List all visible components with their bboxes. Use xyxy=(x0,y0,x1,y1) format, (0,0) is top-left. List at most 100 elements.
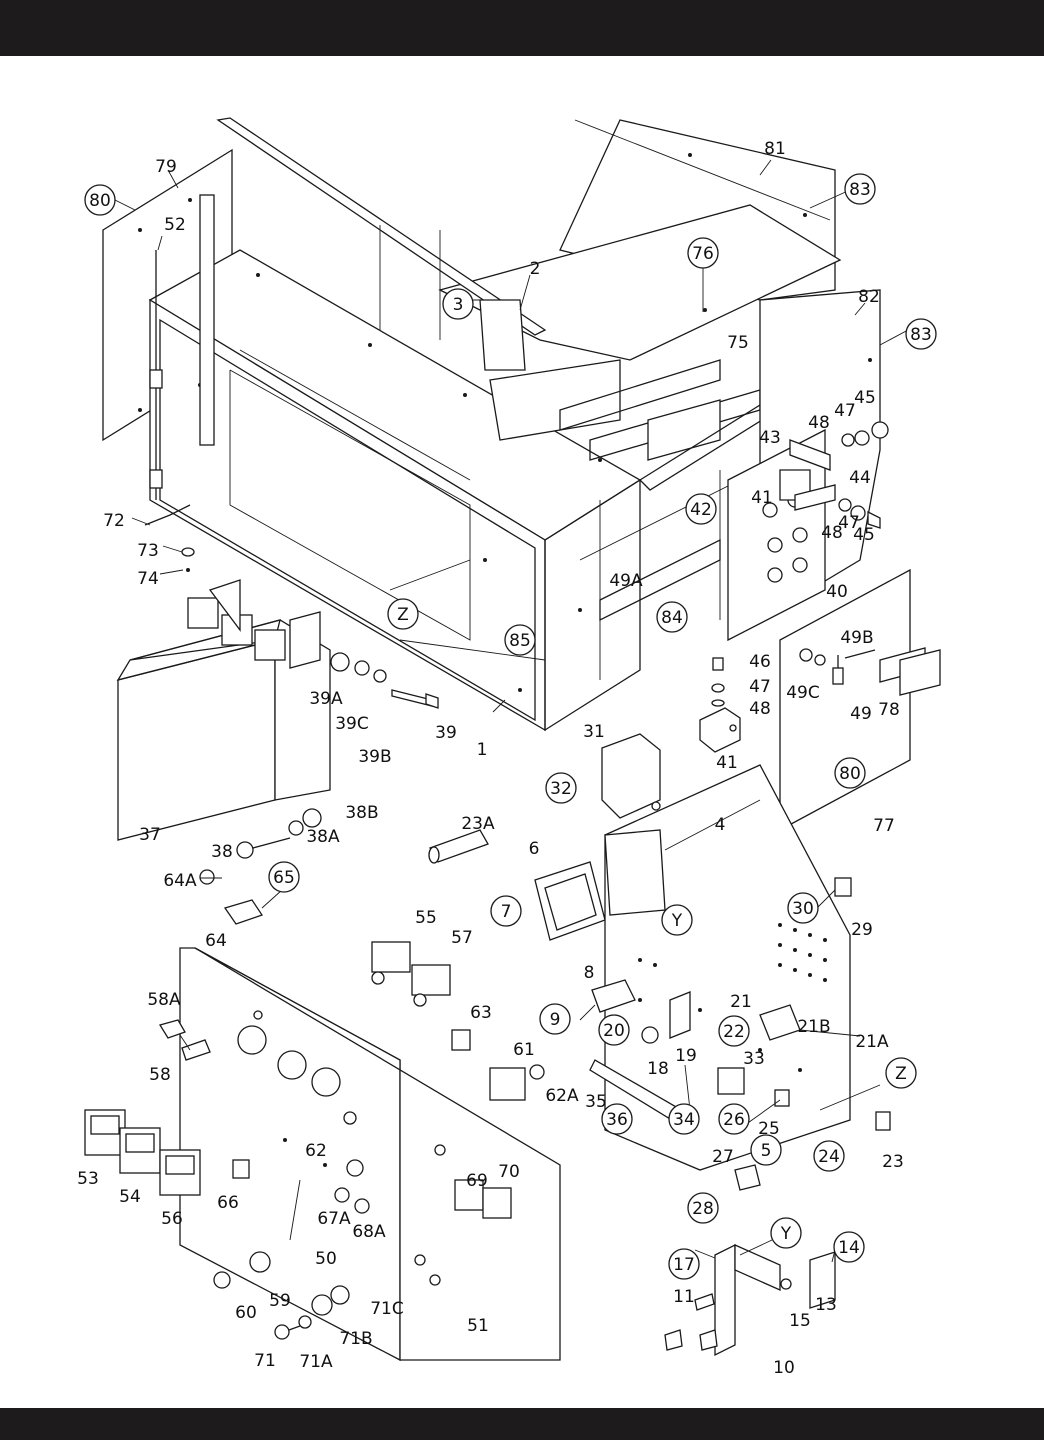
part-number-text: 39B xyxy=(358,747,391,767)
part-number-text: 49 xyxy=(850,704,872,724)
part-label-71a: 71A xyxy=(299,1352,333,1372)
part-number-text: 13 xyxy=(815,1295,837,1315)
part-label-58: 58 xyxy=(149,1065,171,1085)
part-number-text: 57 xyxy=(451,928,473,948)
part-label-29: 29 xyxy=(851,920,873,940)
part-number-text: Y xyxy=(671,911,683,931)
part-number-text: 43 xyxy=(759,428,781,448)
part-number-text: 79 xyxy=(155,157,177,177)
part-label-28: 28 xyxy=(687,1192,719,1224)
part-label-45: 45 xyxy=(854,388,876,408)
part-label-73: 73 xyxy=(137,541,159,561)
part-number-text: 81 xyxy=(764,139,786,159)
callout-circle xyxy=(661,904,693,936)
part-number-text: 10 xyxy=(773,1358,795,1378)
relay-31 xyxy=(601,733,661,819)
meter-53 xyxy=(84,1109,126,1156)
part-number-text: 71 xyxy=(254,1351,276,1371)
part-label-67a: 67A xyxy=(317,1209,351,1229)
fuse-23A xyxy=(428,829,489,864)
part-number-text: 80 xyxy=(89,191,111,211)
part-label-71: 71 xyxy=(254,1351,276,1371)
part-label-23: 23 xyxy=(882,1152,904,1172)
terminal-plate-40 xyxy=(727,421,889,642)
switch-8 xyxy=(591,979,636,1013)
part-number-text: 83 xyxy=(849,180,871,200)
part-label-y: Y xyxy=(770,1217,802,1249)
part-label-31: 31 xyxy=(583,722,605,742)
part-label-62: 62 xyxy=(305,1141,327,1161)
part-number-text: 23A xyxy=(461,814,495,834)
part-number-text: 48 xyxy=(808,413,830,433)
part-number-text: 11 xyxy=(673,1287,695,1307)
callout-circle xyxy=(844,173,876,205)
part-number-text: 74 xyxy=(137,569,159,589)
part-label-48: 48 xyxy=(808,413,830,433)
knob-62 xyxy=(343,1111,357,1125)
part-number-text: 33 xyxy=(743,1049,765,1069)
part-label-21a: 21A xyxy=(855,1032,889,1052)
part-label-77: 77 xyxy=(873,816,895,836)
part-number-text: 19 xyxy=(675,1046,697,1066)
part-label-51: 51 xyxy=(467,1316,489,1336)
main-frame-1 xyxy=(148,225,812,732)
inner-panel-4 xyxy=(604,764,851,1171)
bottom-footer-band xyxy=(0,1408,1044,1440)
part-label-64a: 64A xyxy=(163,871,197,891)
part-label-2: 2 xyxy=(530,259,541,279)
bracket-19 xyxy=(669,991,691,1039)
part-number-text: 76 xyxy=(692,244,714,264)
hinge-rod-52 xyxy=(149,194,215,500)
part-label-53: 53 xyxy=(77,1169,99,1189)
part-number-text: 52 xyxy=(164,215,186,235)
part-number-text: 7 xyxy=(501,902,512,922)
part-number-text: 18 xyxy=(647,1059,669,1079)
part-number-text: 48 xyxy=(821,523,843,543)
part-number-text: 72 xyxy=(103,511,125,531)
part-number-text: 42 xyxy=(690,500,712,520)
part-label-32: 32 xyxy=(545,772,577,804)
part-label-81: 81 xyxy=(764,139,786,159)
part-number-text: 73 xyxy=(137,541,159,561)
callout-circle xyxy=(685,493,717,525)
part-number-text: 41 xyxy=(716,753,738,773)
part-label-8: 8 xyxy=(584,963,595,983)
callout-circle xyxy=(268,861,300,893)
part-number-text: 1 xyxy=(477,740,488,760)
nut-62A xyxy=(529,1064,545,1080)
part-number-text: 56 xyxy=(161,1209,183,1229)
part-label-68a: 68A xyxy=(352,1222,386,1242)
part-number-text: 59 xyxy=(269,1291,291,1311)
part-number-text: 60 xyxy=(235,1303,257,1323)
part-number-text: 62A xyxy=(545,1086,579,1106)
part-label-46: 46 xyxy=(749,652,771,672)
part-number-text: 77 xyxy=(873,816,895,836)
part-label-38a: 38A xyxy=(306,827,340,847)
part-label-38: 38 xyxy=(211,842,233,862)
part-label-50: 50 xyxy=(315,1249,337,1269)
part-number-text: 64A xyxy=(163,871,197,891)
part-label-85: 85 xyxy=(504,624,536,656)
component-25 xyxy=(774,1089,790,1107)
bolt-set-49 xyxy=(799,647,941,696)
part-label-64: 64 xyxy=(205,931,227,951)
part-label-48: 48 xyxy=(749,699,771,719)
part-number-text: 23 xyxy=(882,1152,904,1172)
part-label-39b: 39B xyxy=(358,747,391,767)
part-number-text: 58 xyxy=(149,1065,171,1085)
component-29 xyxy=(834,877,852,897)
callout-circle xyxy=(750,1134,782,1166)
part-label-39c: 39C xyxy=(335,714,369,734)
part-label-10: 10 xyxy=(773,1358,795,1378)
part-number-text: 39 xyxy=(435,723,457,743)
part-number-text: 25 xyxy=(758,1119,780,1139)
part-label-71c: 71C xyxy=(370,1299,404,1319)
part-number-text: 49C xyxy=(786,683,820,703)
potentiometer-59-60 xyxy=(213,1251,271,1289)
relay-34 xyxy=(717,1067,745,1095)
part-label-33: 33 xyxy=(743,1049,765,1069)
part-number-text: 69 xyxy=(466,1171,488,1191)
part-label-49b: 49B xyxy=(840,628,873,648)
part-label-80: 80 xyxy=(84,184,116,216)
part-label-84: 84 xyxy=(656,601,688,633)
